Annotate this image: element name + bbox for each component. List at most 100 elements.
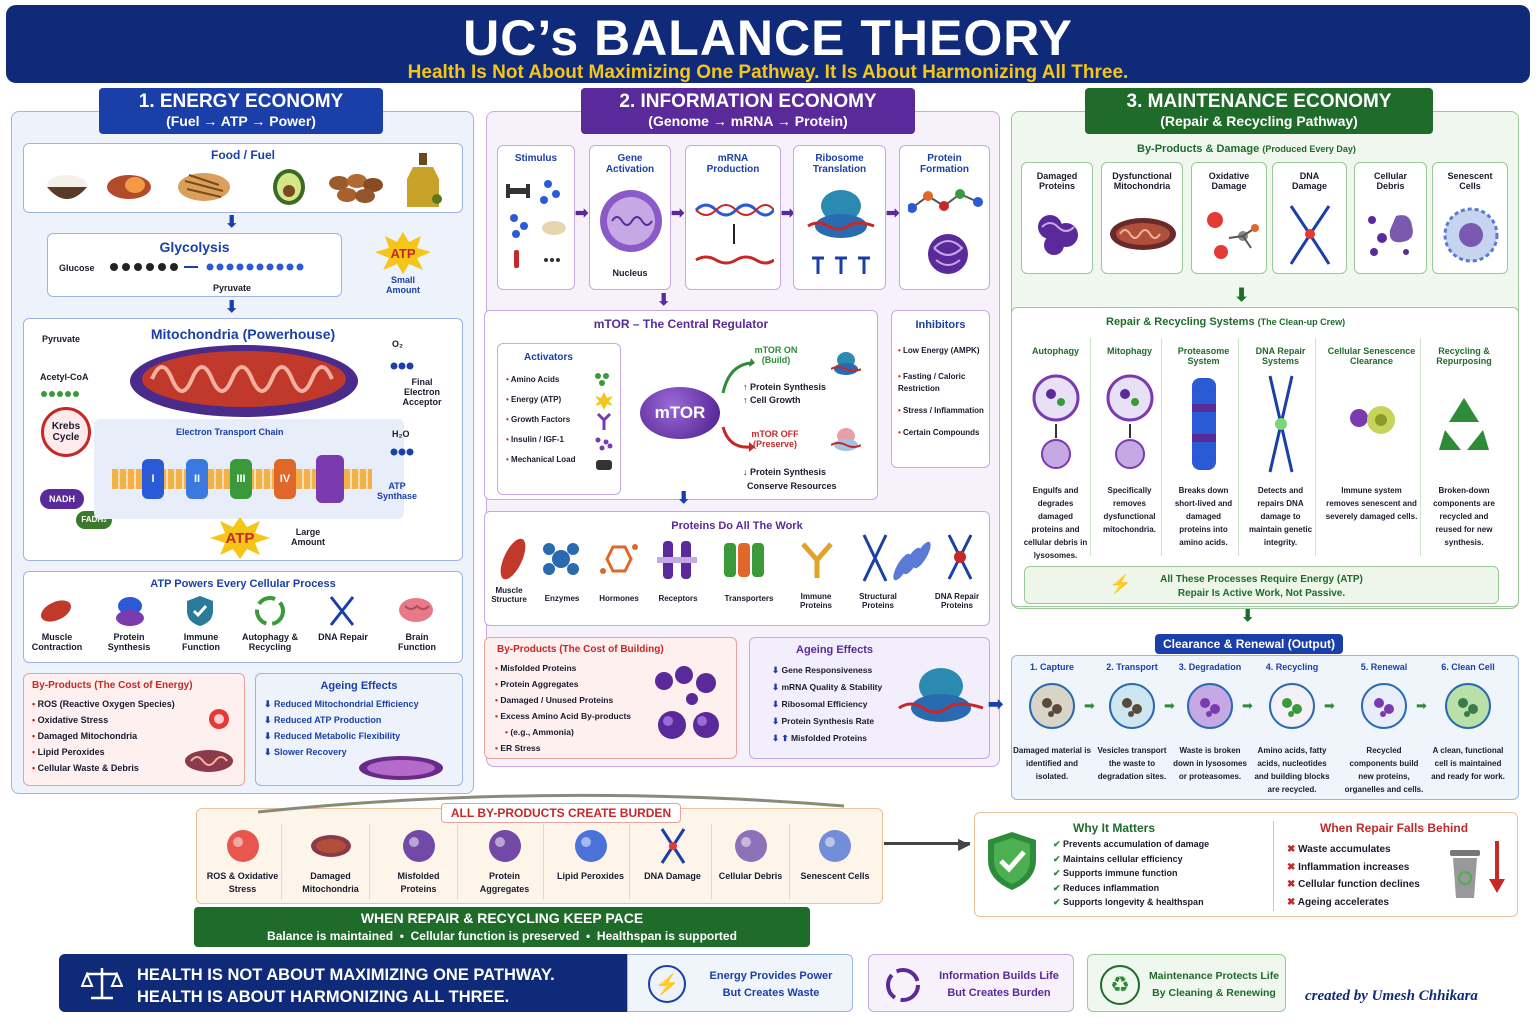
power-immune-label: Immune Function <box>182 632 220 652</box>
damage-title: By-Products & Damage <box>1137 143 1260 155</box>
oxidative-damage-icon <box>1198 205 1262 265</box>
burden-item-label: Lipid Peroxides <box>556 871 625 881</box>
list-item: Ageing accelerates <box>1287 894 1420 912</box>
acetyl-dots-icon <box>40 385 80 403</box>
burden-title: ALL BY-PRODUCTS CREATE BURDEN <box>441 803 681 823</box>
list-item: ⬆ Misfolded Proteins <box>772 730 882 747</box>
mtor-off-arrow-icon <box>721 425 755 460</box>
protein-formation-box: Protein Formation <box>899 145 990 290</box>
energy-ageing-box: Ageing Effects Reduced Mitochondrial Eff… <box>255 673 463 786</box>
right-arrow-icon: ➡ <box>886 205 900 222</box>
mtor-on-effects: ↑ Protein Synthesis↑ Cell Growth <box>743 381 826 407</box>
list-item: Inflammation increases <box>1287 859 1420 877</box>
mtor-on-arrow-icon <box>721 357 755 402</box>
repair-system-name: Proteasome System <box>1177 346 1230 366</box>
damage-card: DNA Damage <box>1272 162 1347 274</box>
burden-item: Protein Aggregates <box>466 824 544 900</box>
burden-item-label: Damaged Mitochondria <box>302 871 359 894</box>
power-autophagy-label: Autophagy & Recycling <box>242 632 298 652</box>
right-arrow-icon: ➡ <box>671 205 685 222</box>
list-item: Cellular function declines <box>1287 876 1420 894</box>
burden-item-label: Protein Aggregates <box>479 871 530 894</box>
recycle-icon: ♻ <box>1100 965 1140 1005</box>
repair-system-desc: Breaks down short-lived and damaged prot… <box>1174 486 1233 547</box>
info-tab-title: 2. INFORMATION ECONOMY <box>619 91 877 112</box>
clearance-step-name: 3. Degradation <box>1178 662 1242 672</box>
proteins-work-box: Proteins Do All The Work Muscle Structur… <box>484 511 990 626</box>
olive-oil-icon <box>399 150 449 212</box>
small-amount-label: Small Amount <box>386 275 420 295</box>
krebs-cycle-label: Krebs Cycle <box>51 421 81 443</box>
food-fuel-box: Food / Fuel <box>23 143 463 213</box>
keep-pace-item: Cellular function is preserved <box>410 929 580 943</box>
energy-tab-title: 1. ENERGY ECONOMY <box>138 91 344 112</box>
mtor-off-label: mTOR OFF(Preserve) <box>749 429 801 449</box>
atp-synthase-label: ATP Synthase <box>376 481 418 501</box>
damage-card: Dysfunctional Mitochondria <box>1101 162 1183 274</box>
ribosome-small-icon <box>831 349 861 379</box>
burden-arrow-line <box>884 842 970 845</box>
power-dna-label: DNA Repair <box>318 632 368 642</box>
list-item: Low Energy (AMPK) <box>898 345 986 357</box>
o2-molecule-icon <box>390 357 414 375</box>
clearance-step-desc: A clean, functional cell is maintained a… <box>1431 746 1505 781</box>
list-item: Conserve Resources <box>747 481 837 491</box>
cellular-debris-icon <box>1361 207 1423 263</box>
damage-card: Damaged Proteins <box>1021 162 1093 274</box>
mrna-production-box: mRNA Production <box>685 145 781 290</box>
right-arrow-icon: ➡ <box>1324 698 1335 713</box>
damage-card: Cellular Debris <box>1354 162 1427 274</box>
repair-system-desc: Broken-down components are recycled and … <box>1433 486 1495 547</box>
structural-dna-icon <box>855 532 895 584</box>
energy-ageing-title: Ageing Effects <box>320 680 398 692</box>
burden-item: Cellular Debris <box>712 824 790 900</box>
down-arrow-icon: ⬇ <box>677 490 691 507</box>
damage-label: Dysfunctional Mitochondria <box>1112 171 1172 191</box>
stimulus-title: Stimulus <box>514 153 558 164</box>
right-arrow-icon: ➡ <box>1084 698 1095 713</box>
energy-note-line2: Repair Is Active Work, Not Passive. <box>1177 588 1346 599</box>
protein-enzymes-label: Enzymes <box>544 594 580 603</box>
mitochondria-title: Mitochondria (Powerhouse) <box>150 326 336 342</box>
clearance-step-desc: Vesicles transport the waste to degradat… <box>1097 746 1167 781</box>
list-item: Supports longevity & healthspan <box>1053 895 1209 910</box>
damaged-mitochondria-icon <box>310 826 352 866</box>
nuts-icon <box>324 168 386 206</box>
mrna-strand-icon <box>694 198 774 274</box>
ros-icon <box>222 826 264 866</box>
mitochondrion-icon <box>128 343 360 424</box>
senescence-clearance-icon <box>1347 374 1397 474</box>
lightning-icon: ⚡ <box>1109 574 1132 594</box>
divider <box>1273 821 1274 911</box>
lightning-icon: ⚡ <box>648 965 686 1003</box>
etc-title: Electron Transport Chain <box>176 427 284 437</box>
energy-ageing-list: Reduced Mitochondrial Efficiency Reduced… <box>264 696 419 760</box>
power-brain-label: Brain Function <box>398 632 436 652</box>
footer-card-line: Energy Provides Power <box>709 970 833 982</box>
autophagy-icon <box>1031 374 1081 474</box>
burden-item: Damaged Mitochondria <box>292 824 370 900</box>
mrna-production-title: mRNA Production <box>706 153 760 175</box>
burden-item: Senescent Cells <box>796 824 874 900</box>
energy-byproducts-title: By-Products (The Cost of Energy) <box>32 680 193 691</box>
activators-box: Activators Amino Acids Energy (ATP) Grow… <box>497 343 621 495</box>
stimulus-icons <box>504 176 570 276</box>
protein-muscle-label: Muscle Structure <box>491 586 527 604</box>
list-item: ER Stress <box>495 740 631 756</box>
glycolysis-box: Glycolysis Glucose Pyruvate <box>47 233 342 297</box>
atp-large-burst-icon: ATP <box>210 517 270 559</box>
burden-item-label: Cellular Debris <box>718 871 783 881</box>
list-item: mRNA Quality & Stability <box>772 679 882 696</box>
energy-tab-subtitle: (Fuel → ATP → Power) <box>166 113 316 129</box>
capture-icon <box>1026 680 1078 732</box>
o2-label: O₂ <box>392 339 403 349</box>
atp-large-label: ATP <box>225 529 255 547</box>
keep-pace-item: Balance is maintained <box>267 929 394 943</box>
complex-iii-icon: III <box>230 459 252 499</box>
